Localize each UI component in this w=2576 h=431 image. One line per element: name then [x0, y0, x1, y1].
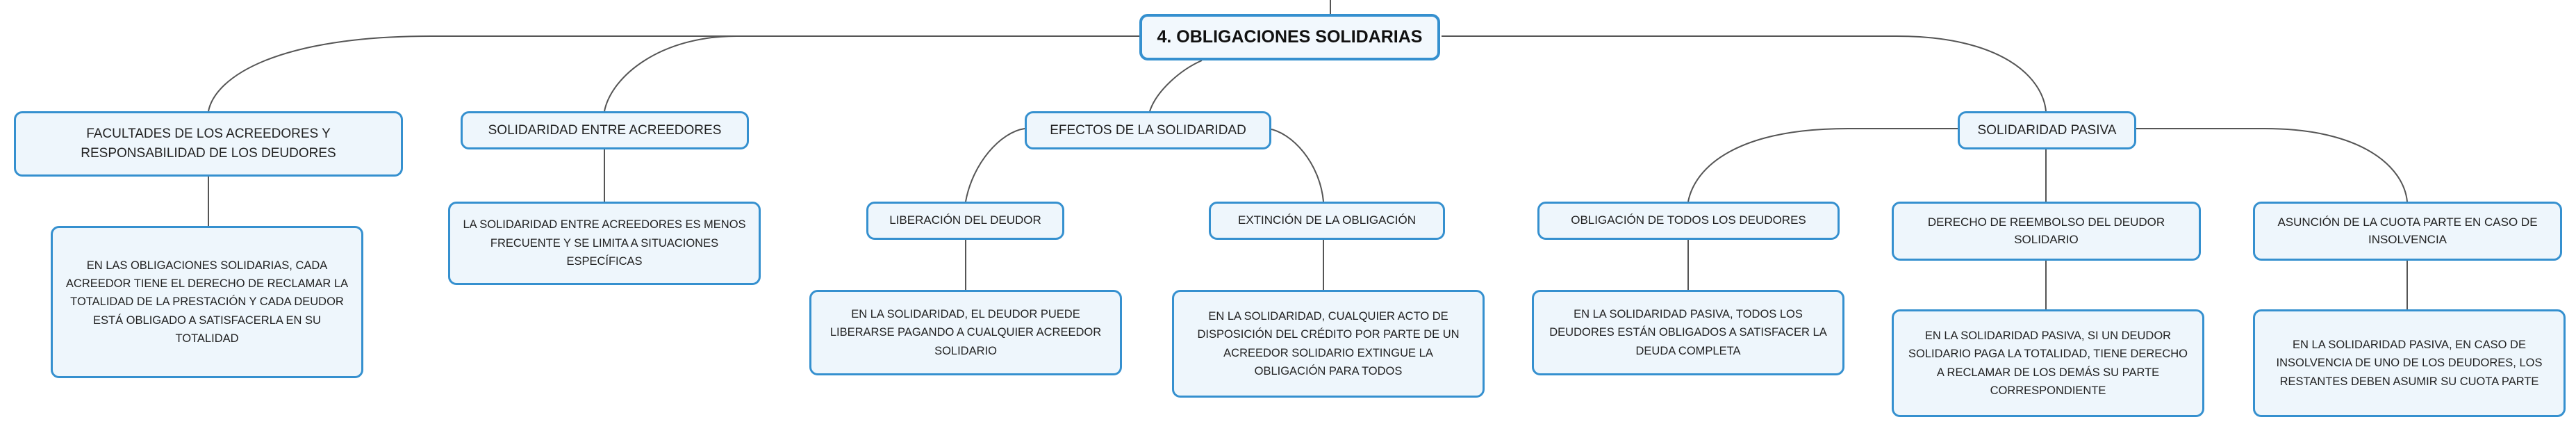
connector-pasiva-obligacion	[1687, 128, 1958, 202]
connector-efectos-extincion	[1267, 128, 1324, 202]
connector-pasiva-asuncion	[2136, 128, 2408, 202]
subtopic-liberacion[interactable]: LIBERACIÓN DEL DEUDOR	[866, 202, 1064, 240]
detail-obligacion-todos[interactable]: EN LA SOLIDARIDAD PASIVA, TODOS LOS DEUD…	[1532, 290, 1844, 375]
branch-solidaridad-acreedores[interactable]: SOLIDARIDAD ENTRE ACREEDORES	[461, 111, 749, 149]
connector-root-efectos	[1149, 60, 1203, 112]
connector-efectos-liberacion	[965, 128, 1025, 202]
subtopic-asuncion[interactable]: ASUNCIÓN DE LA CUOTA PARTE EN CASO DE IN…	[2253, 202, 2562, 261]
connector-root-facultades	[208, 35, 1139, 112]
detail-asuncion[interactable]: EN LA SOLIDARIDAD PASIVA, EN CASO DE INS…	[2253, 309, 2566, 417]
subtopic-obligacion-todos[interactable]: OBLIGACIÓN DE TODOS LOS DEUDORES	[1537, 202, 1840, 240]
detail-reembolso[interactable]: EN LA SOLIDARIDAD PASIVA, SI UN DEUDOR S…	[1892, 309, 2204, 417]
branch-efectos[interactable]: EFECTOS DE LA SOLIDARIDAD	[1025, 111, 1271, 149]
root-node[interactable]: 4. OBLIGACIONES SOLIDARIAS	[1139, 14, 1440, 60]
connector-root-acreedores	[604, 35, 1139, 112]
branch-facultades[interactable]: FACULTADES DE LOS ACREEDORES Y RESPONSAB…	[14, 111, 403, 177]
subtopic-reembolso[interactable]: DERECHO DE REEMBOLSO DEL DEUDOR SOLIDARI…	[1892, 202, 2201, 261]
branch-solidaridad-pasiva[interactable]: SOLIDARIDAD PASIVA	[1958, 111, 2136, 149]
detail-extincion[interactable]: EN LA SOLIDARIDAD, CUALQUIER ACTO DE DIS…	[1172, 290, 1485, 398]
connector-root-pasiva	[1442, 35, 2047, 112]
detail-facultades[interactable]: EN LAS OBLIGACIONES SOLIDARIAS, CADA ACR…	[51, 226, 363, 378]
subtopic-extincion[interactable]: EXTINCIÓN DE LA OBLIGACIÓN	[1209, 202, 1445, 240]
detail-solidaridad-acreedores[interactable]: LA SOLIDARIDAD ENTRE ACREEDORES ES MENOS…	[448, 202, 761, 285]
detail-liberacion[interactable]: EN LA SOLIDARIDAD, EL DEUDOR PUEDE LIBER…	[809, 290, 1122, 375]
